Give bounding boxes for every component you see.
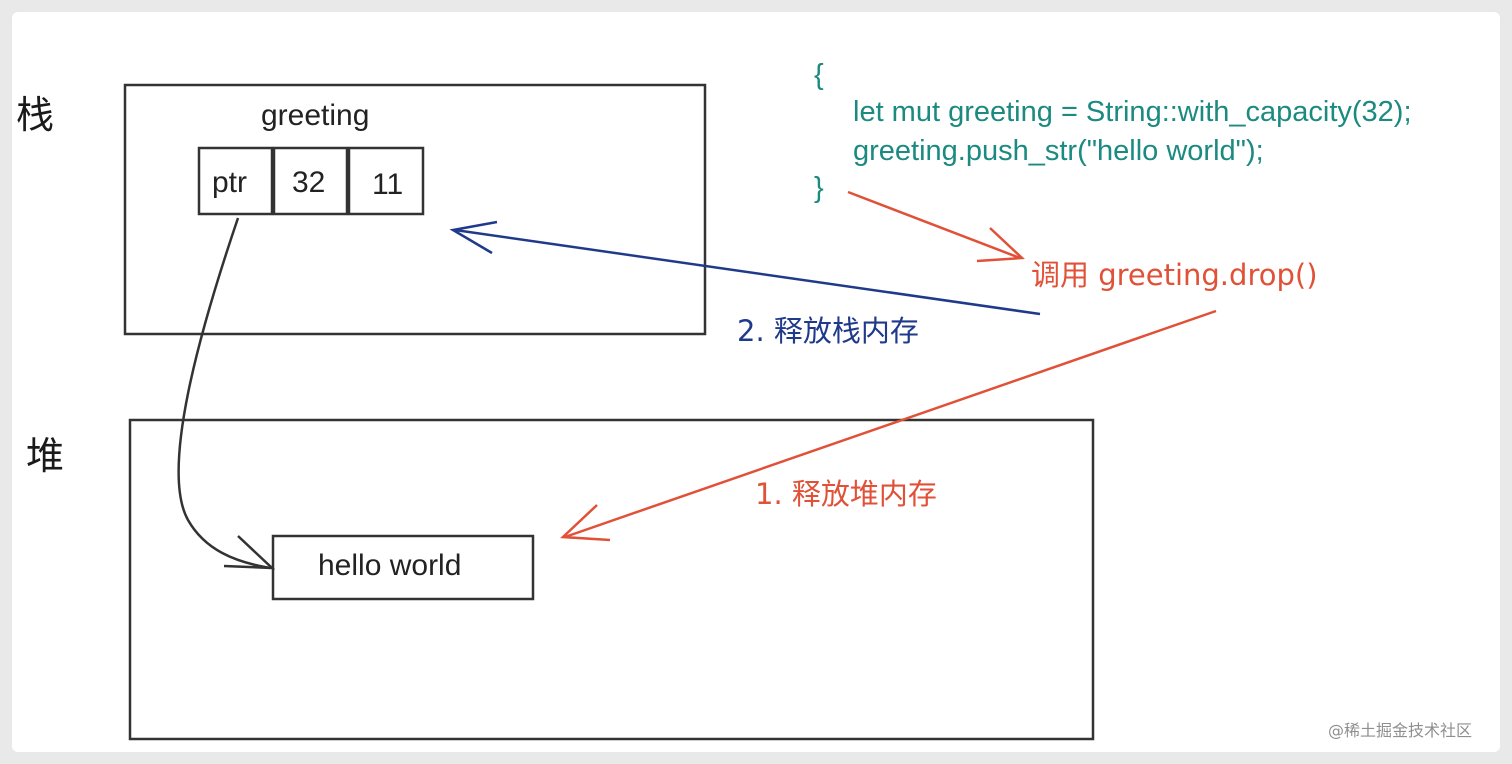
watermark: @稀土掘金技术社区 [1328,721,1473,740]
stack-cell-length-box [347,146,425,216]
stack-label: 栈 [16,93,55,137]
heap-label: 堆 [26,434,65,478]
stack-cell-ptr: ptr [212,166,248,199]
heap-value-text: hello world [318,549,462,582]
free-heap-arrow [564,309,1217,539]
free-stack-arrow [454,228,1041,316]
scope-end-arrow-head [976,227,1025,263]
ptr-pointer-arrow [177,217,271,570]
ptr-arrow-head [223,535,276,570]
stack-cell-length: 11 [372,168,404,201]
heap-region-box [128,418,1095,741]
stack-cell-capacity: 32 [292,166,326,199]
step1-label: 1. 释放堆内存 [755,477,937,511]
stack-region-box [123,83,707,336]
stack-cell-capacity-box [272,146,349,216]
code-close-brace: } [814,172,824,204]
variable-name: greeting [261,99,370,132]
code-line-1: let mut greeting = String::with_capacity… [853,96,1412,128]
free-heap-arrow-head [560,504,611,542]
scope-end-arrow [847,190,1021,260]
drop-call-label: 调用 greeting.drop() [1031,258,1318,292]
diagram-canvas [12,12,1500,752]
step2-label: 2. 释放栈内存 [737,314,919,348]
free-stack-arrow-head [449,220,498,255]
stack-cell-ptr-box [197,146,274,216]
code-line-2: greeting.push_str("hello world"); [853,135,1264,167]
code-open-brace: { [814,59,824,91]
